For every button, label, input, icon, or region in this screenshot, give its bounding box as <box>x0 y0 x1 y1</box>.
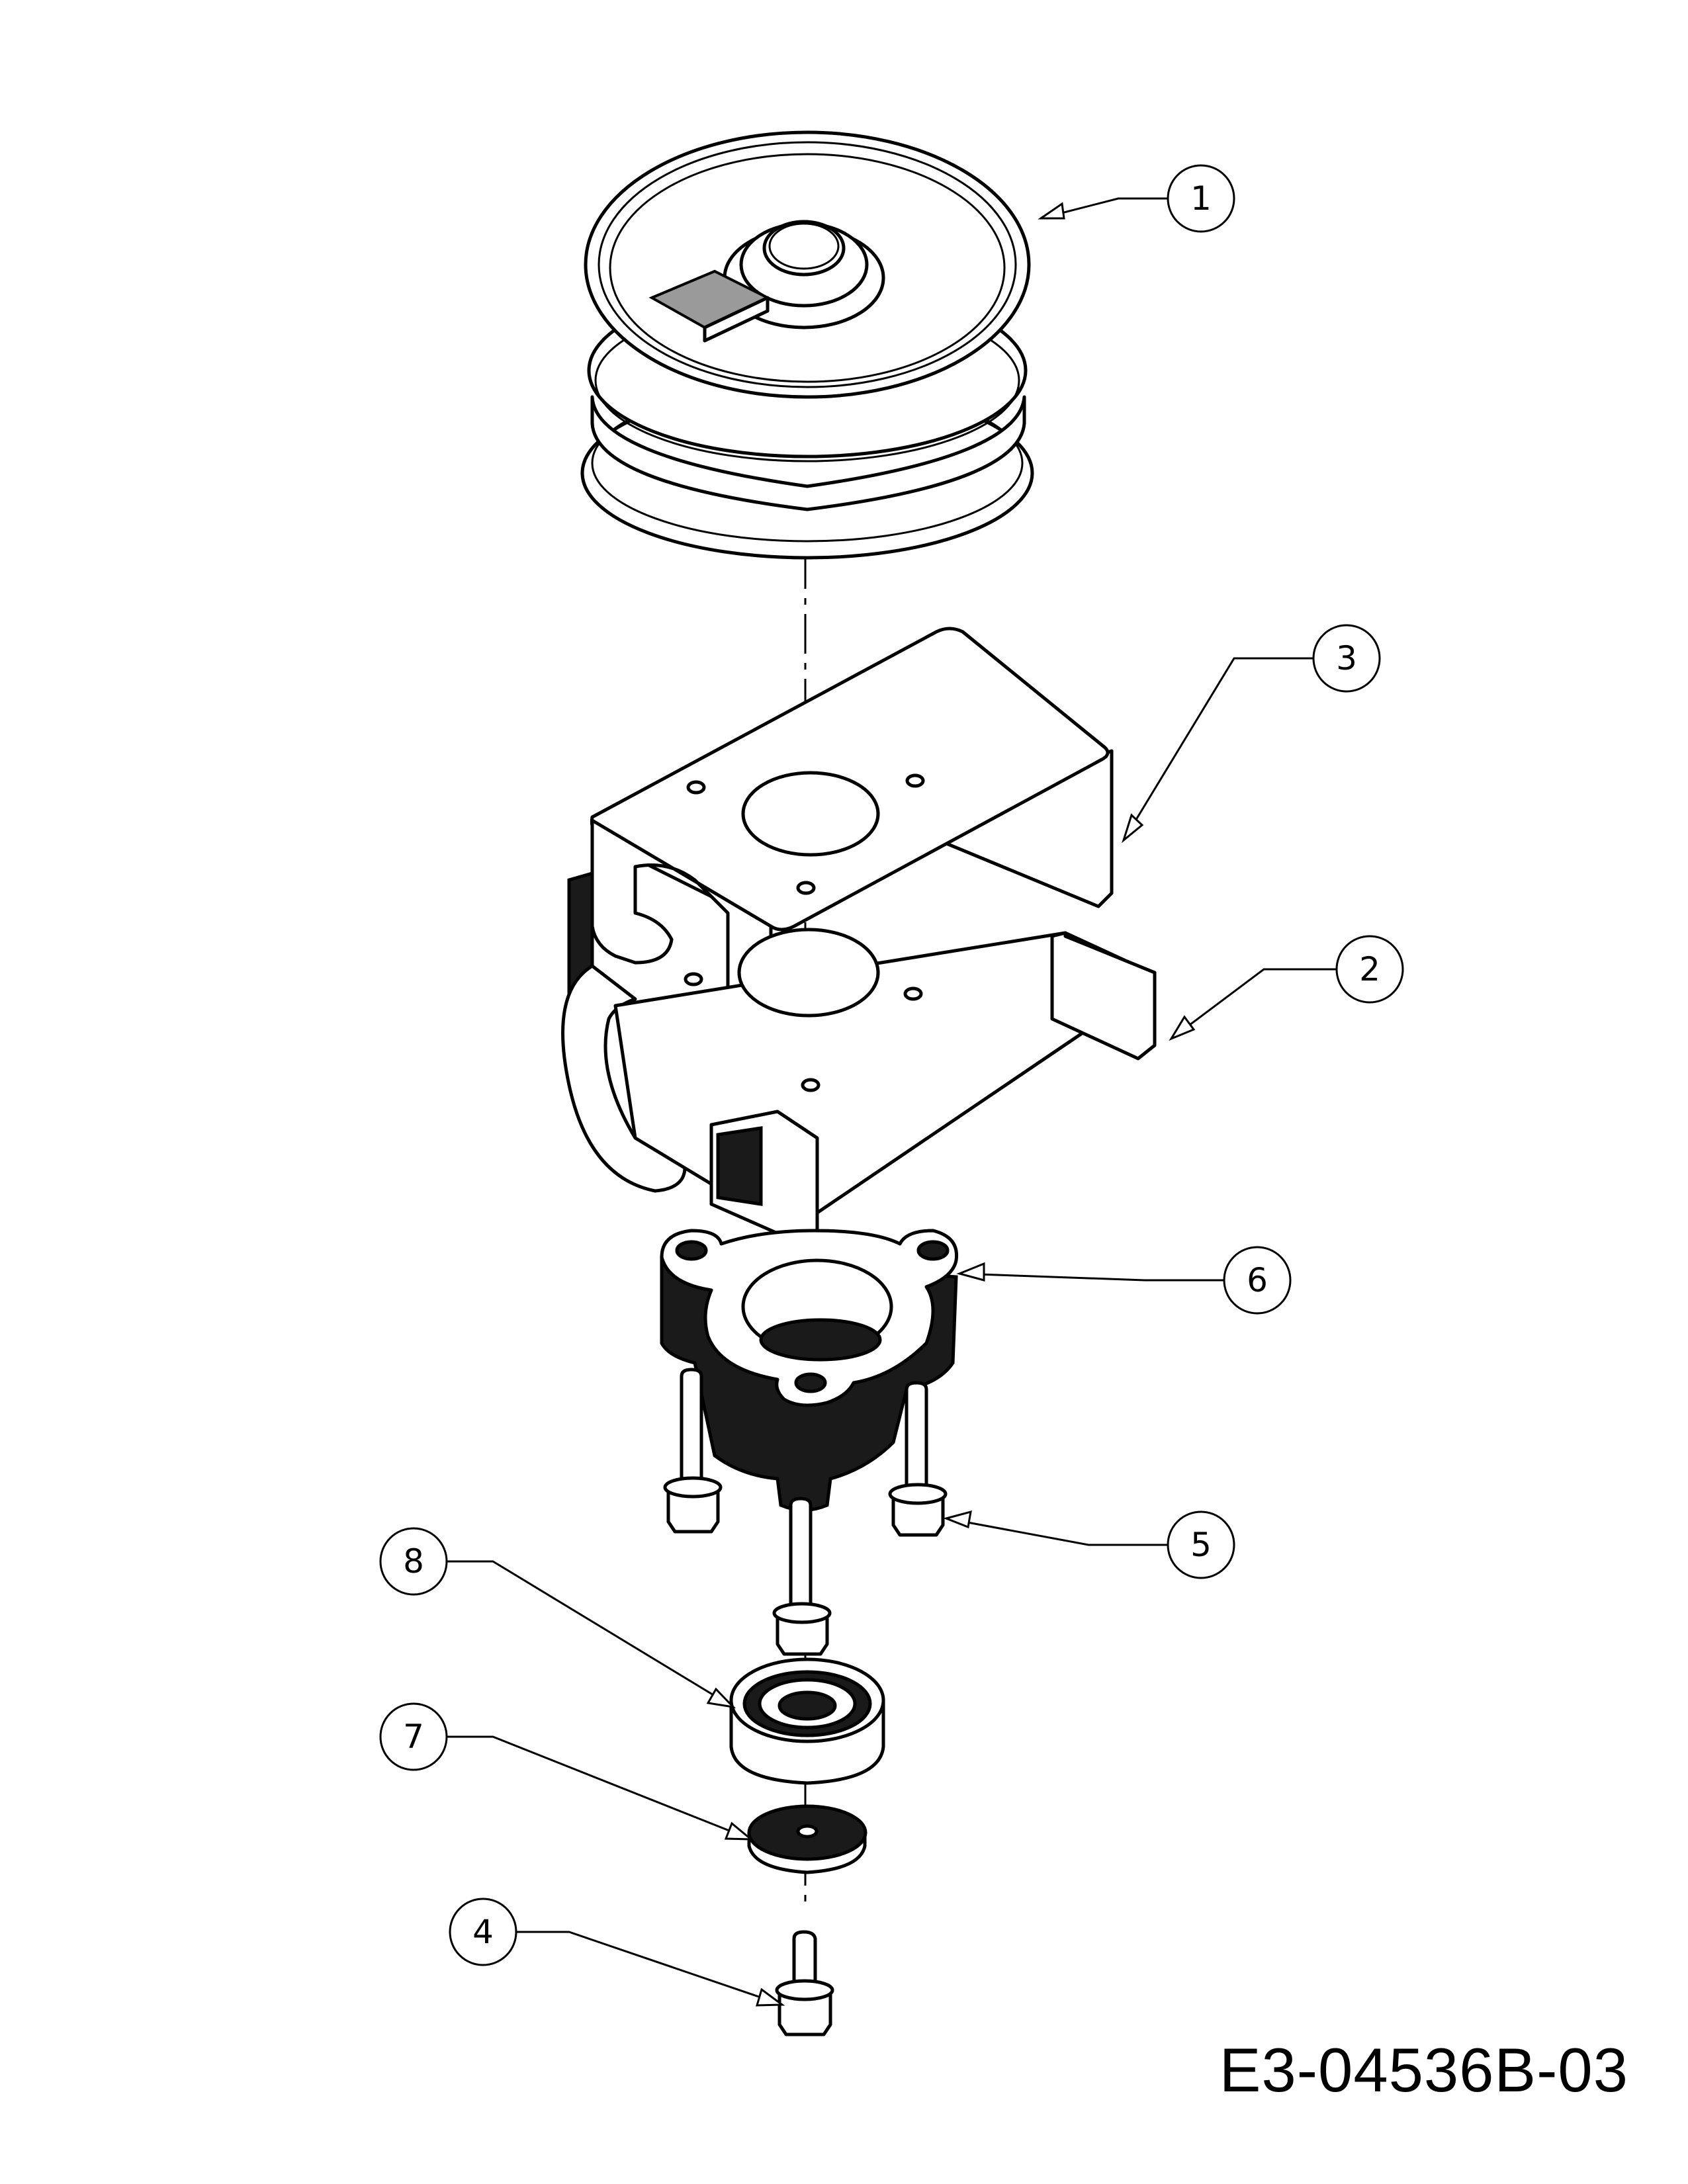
callout-3-label: 3 <box>1336 639 1357 677</box>
callout-6-label: 6 <box>1247 1261 1268 1299</box>
callout-7: 7 <box>379 1702 754 1841</box>
callout-1-label: 1 <box>1190 179 1212 218</box>
callout-4-label: 4 <box>472 1913 494 1951</box>
callout-5: 5 <box>943 1510 1235 1579</box>
callout-8-label: 8 <box>403 1542 424 1581</box>
part-5-flange-bolts[interactable] <box>663 1368 948 1656</box>
part-1-pulley[interactable] <box>580 130 1034 560</box>
part-2-lower-bracket[interactable] <box>613 928 1157 1243</box>
drawing-number: E3-04536B-03 <box>1219 2035 1628 2105</box>
callout-1: 1 <box>1038 164 1235 233</box>
callout-4: 4 <box>449 1898 785 2007</box>
callout-2: 2 <box>1169 935 1404 1041</box>
callout-3: 3 <box>1122 624 1381 844</box>
callout-8: 8 <box>379 1527 736 1709</box>
part-7-washer[interactable] <box>747 1804 867 1874</box>
part-8-bearing[interactable] <box>729 1657 885 1785</box>
callout-2-label: 2 <box>1359 950 1380 988</box>
callout-7-label: 7 <box>403 1718 424 1756</box>
callout-6: 6 <box>956 1246 1292 1315</box>
part-4-shoulder-bolt[interactable] <box>775 1930 834 2036</box>
callout-5-label: 5 <box>1190 1526 1212 1564</box>
part-3-upper-bracket[interactable] <box>561 627 1114 1193</box>
part-6-bearing-housing[interactable] <box>660 1229 959 1512</box>
